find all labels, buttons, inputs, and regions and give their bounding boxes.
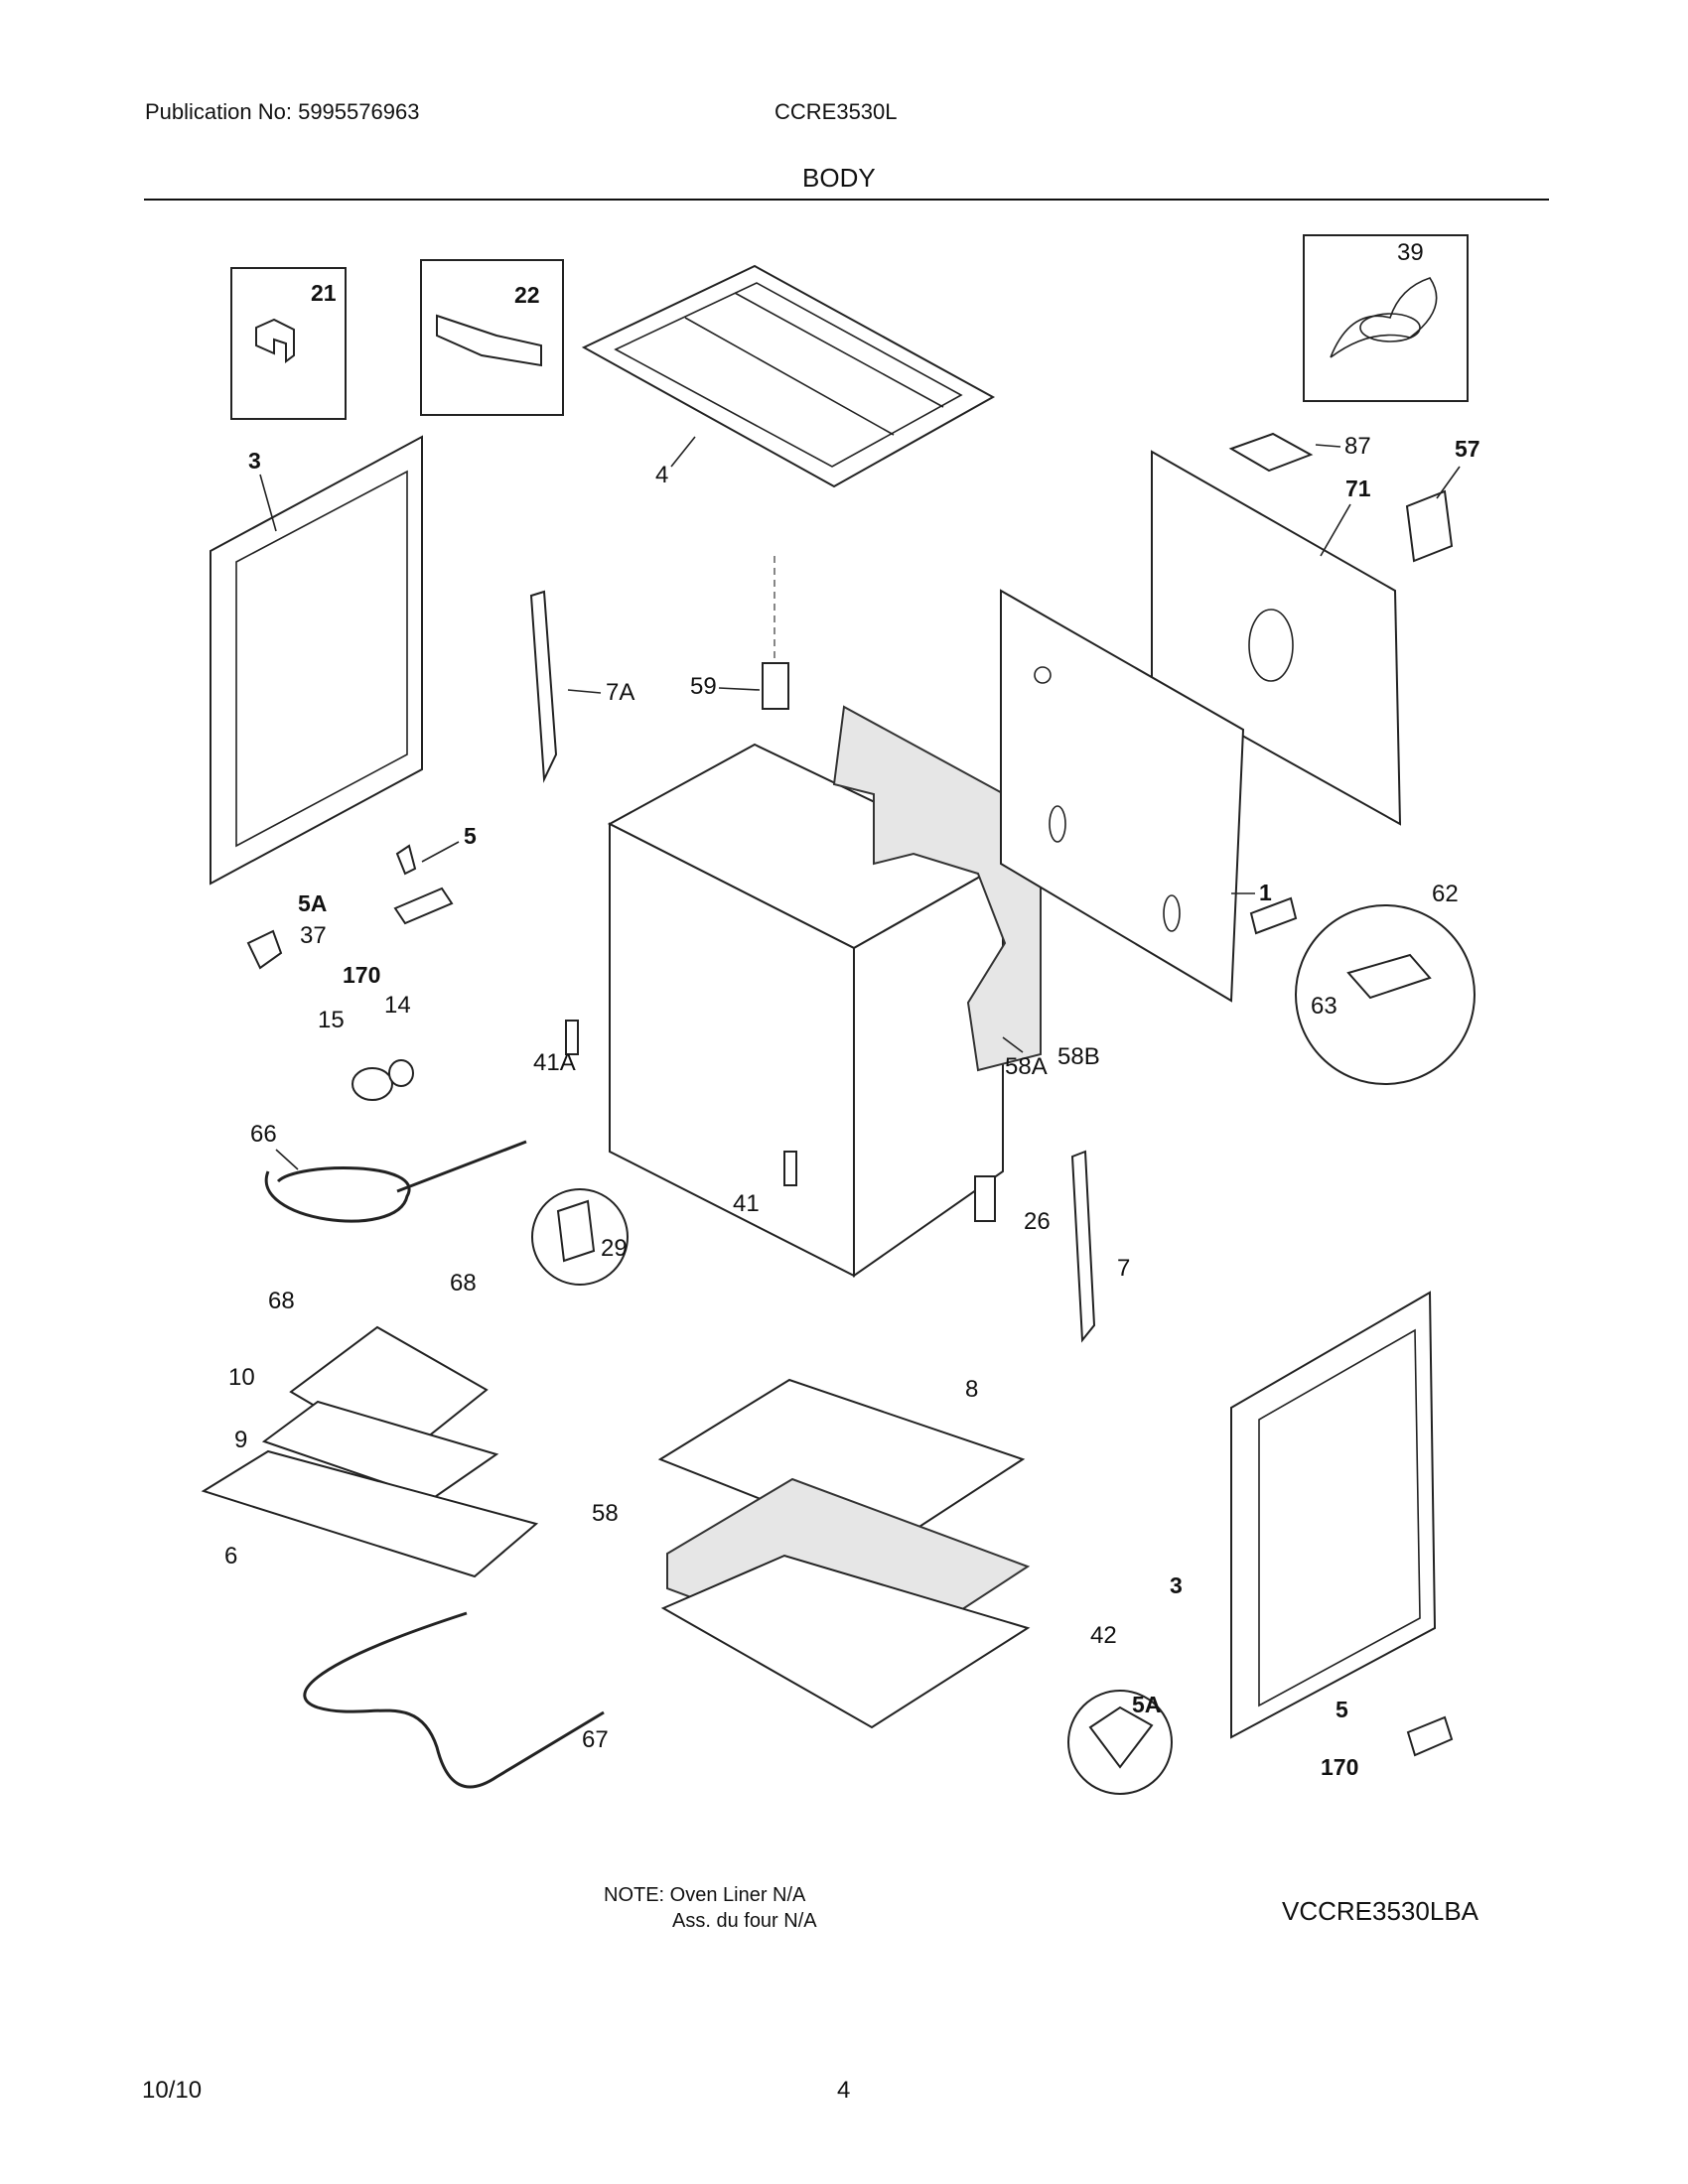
callout-10: 10 bbox=[228, 1364, 255, 1391]
callout-63: 63 bbox=[1311, 993, 1337, 1020]
callout-68-left: 68 bbox=[268, 1288, 295, 1314]
part-67-broil-element bbox=[303, 1611, 605, 1789]
callout-41A: 41A bbox=[533, 1049, 576, 1076]
header-rule bbox=[144, 199, 1549, 201]
diagram-code: VCCRE3530LBA bbox=[1282, 1896, 1478, 1926]
part-59-pin bbox=[762, 662, 789, 710]
callout-59: 59 bbox=[690, 673, 717, 700]
part-170-bracket-right bbox=[1406, 1715, 1454, 1757]
callout-66: 66 bbox=[250, 1121, 277, 1148]
callout-3-left: 3 bbox=[248, 448, 261, 474]
callout-15: 15 bbox=[318, 1007, 345, 1033]
part-26-bracket bbox=[974, 1175, 996, 1222]
callout-39: 39 bbox=[1397, 239, 1424, 266]
callout-3-right: 3 bbox=[1170, 1572, 1183, 1598]
part-170-bracket-left bbox=[393, 887, 454, 925]
callout-58B: 58B bbox=[1057, 1043, 1100, 1070]
callout-1: 1 bbox=[1259, 880, 1272, 905]
callout-22: 22 bbox=[514, 282, 540, 308]
callout-8: 8 bbox=[965, 1376, 978, 1403]
callout-58: 58 bbox=[592, 1500, 619, 1527]
callout-5A-left: 5A bbox=[298, 890, 327, 916]
part-5-screw-left bbox=[395, 844, 417, 876]
part-58B-insulation bbox=[832, 705, 1042, 1072]
part-21-bracket bbox=[230, 267, 347, 420]
callout-7A: 7A bbox=[606, 679, 634, 706]
part-5A-hinge-right bbox=[1067, 1690, 1173, 1795]
part-14-lamp-socket bbox=[388, 1059, 414, 1087]
part-1-rear-panel bbox=[1000, 589, 1245, 1003]
part-41A-clip bbox=[565, 1020, 579, 1055]
part-71-back-panel bbox=[1151, 450, 1402, 826]
callout-14: 14 bbox=[384, 992, 411, 1019]
callout-4: 4 bbox=[655, 462, 668, 488]
part-4-top-panel bbox=[581, 264, 996, 488]
part-7A-hinge bbox=[529, 590, 558, 783]
callout-41: 41 bbox=[733, 1190, 760, 1217]
page-number: 4 bbox=[837, 2077, 851, 2104]
part-29-bracket bbox=[531, 1188, 629, 1286]
callout-21: 21 bbox=[311, 280, 337, 306]
callout-68-right: 68 bbox=[450, 1270, 477, 1297]
part-15-light-bulb bbox=[352, 1067, 393, 1101]
callout-67: 67 bbox=[582, 1726, 609, 1753]
part-41-clip bbox=[783, 1151, 797, 1186]
part-87-plate bbox=[1228, 432, 1314, 473]
callout-5-right: 5 bbox=[1336, 1697, 1348, 1722]
callout-71: 71 bbox=[1345, 476, 1371, 501]
part-42-bottom-panel bbox=[660, 1554, 1031, 1729]
part-62-terminal-block bbox=[1295, 904, 1476, 1085]
note-line-english: NOTE: Oven Liner N/A bbox=[604, 1884, 806, 1906]
callout-170-left: 170 bbox=[343, 962, 380, 988]
callout-87: 87 bbox=[1344, 433, 1371, 460]
part-terminal-strip bbox=[1249, 896, 1298, 935]
part-3-side-panel-left bbox=[210, 435, 423, 886]
callout-26: 26 bbox=[1024, 1208, 1051, 1235]
callout-6: 6 bbox=[224, 1543, 237, 1570]
part-22-bracket bbox=[420, 259, 564, 416]
callout-58A: 58A bbox=[1005, 1053, 1048, 1080]
callout-57: 57 bbox=[1455, 436, 1480, 462]
publication-number: Publication No: 5995576963 bbox=[145, 99, 420, 124]
part-57-vent-cover bbox=[1405, 489, 1454, 563]
callout-62: 62 bbox=[1432, 881, 1459, 907]
callout-5A-right: 5A bbox=[1132, 1692, 1161, 1717]
part-5A-hinge-left bbox=[246, 929, 283, 970]
callout-7: 7 bbox=[1117, 1255, 1130, 1282]
callout-37: 37 bbox=[300, 922, 327, 949]
section-title: BODY bbox=[802, 163, 876, 193]
callout-42: 42 bbox=[1090, 1622, 1117, 1649]
note-line-french: Ass. du four N/A bbox=[672, 1910, 817, 1932]
part-66-bake-element bbox=[264, 1140, 527, 1223]
part-6-oven-rack bbox=[201, 1449, 539, 1578]
callout-29: 29 bbox=[601, 1235, 628, 1262]
callout-170-right: 170 bbox=[1321, 1754, 1358, 1780]
footer-date: 10/10 bbox=[142, 2077, 203, 2104]
callout-5-left: 5 bbox=[464, 823, 477, 849]
part-7-hinge bbox=[1070, 1150, 1096, 1343]
part-39-power-cord bbox=[1303, 234, 1469, 402]
callout-9: 9 bbox=[234, 1427, 247, 1453]
model-number: CCRE3530L bbox=[774, 99, 898, 124]
part-3-side-panel-right bbox=[1230, 1291, 1437, 1739]
oven-cavity bbox=[607, 743, 1006, 1278]
